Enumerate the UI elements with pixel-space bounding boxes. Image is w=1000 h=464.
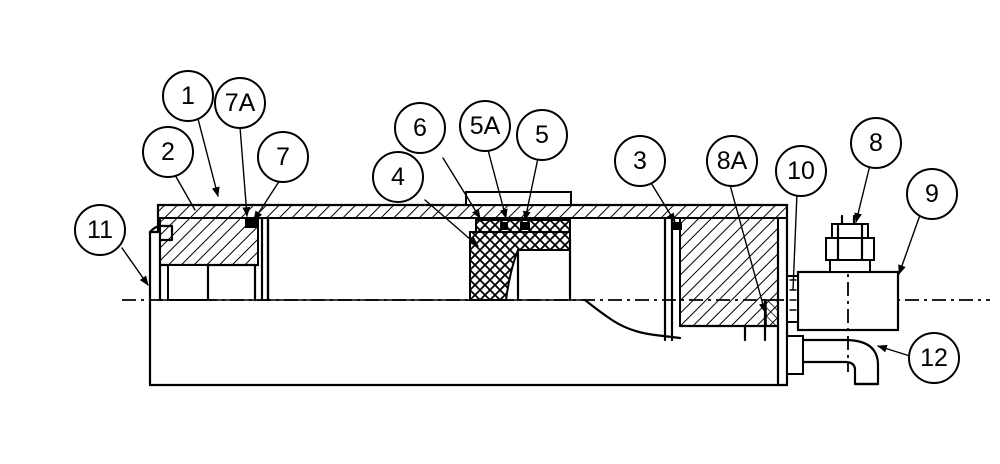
- callout-7a: 7A: [214, 77, 266, 129]
- svg-text:3: 3: [633, 147, 647, 175]
- callout-11: 11: [74, 204, 126, 256]
- callout-1: 1: [162, 70, 214, 122]
- callout-6: 6: [394, 102, 446, 154]
- svg-text:6: 6: [413, 114, 427, 142]
- svg-text:9: 9: [925, 180, 939, 208]
- coupler-nut: [825, 214, 875, 273]
- callout-8a: 8A: [706, 135, 758, 187]
- callout-12: 12: [908, 332, 960, 384]
- svg-text:8: 8: [869, 129, 883, 157]
- elbow-fitting: [786, 335, 880, 386]
- svg-text:7: 7: [276, 143, 290, 171]
- callout-9: 9: [906, 168, 958, 220]
- piston: [469, 219, 571, 301]
- svg-text:8A: 8A: [717, 147, 748, 175]
- top-boss: [465, 191, 572, 206]
- fitting-block: [786, 228, 900, 372]
- callout-4: 4: [372, 151, 424, 203]
- svg-text:12: 12: [920, 344, 948, 372]
- right-gland: [672, 217, 780, 342]
- svg-text:11: 11: [87, 216, 113, 244]
- rod-lines: [266, 216, 674, 342]
- callout-3: 3: [614, 135, 666, 187]
- svg-text:7A: 7A: [225, 89, 256, 117]
- svg-text:4: 4: [391, 163, 405, 191]
- callout-5: 5: [516, 109, 568, 161]
- callout-10: 10: [775, 145, 827, 197]
- svg-text:5A: 5A: [470, 112, 501, 140]
- svg-text:5: 5: [535, 121, 549, 149]
- svg-text:2: 2: [161, 138, 175, 166]
- svg-text:1: 1: [181, 82, 195, 110]
- callout-5a: 5A: [459, 100, 511, 152]
- callout-7: 7: [257, 131, 309, 183]
- svg-text:10: 10: [787, 157, 815, 185]
- left-gland: [148, 217, 260, 302]
- leader-lines: [121, 114, 921, 357]
- break-line: [583, 298, 682, 340]
- callout-2: 2: [142, 126, 194, 178]
- callout-8: 8: [850, 117, 902, 169]
